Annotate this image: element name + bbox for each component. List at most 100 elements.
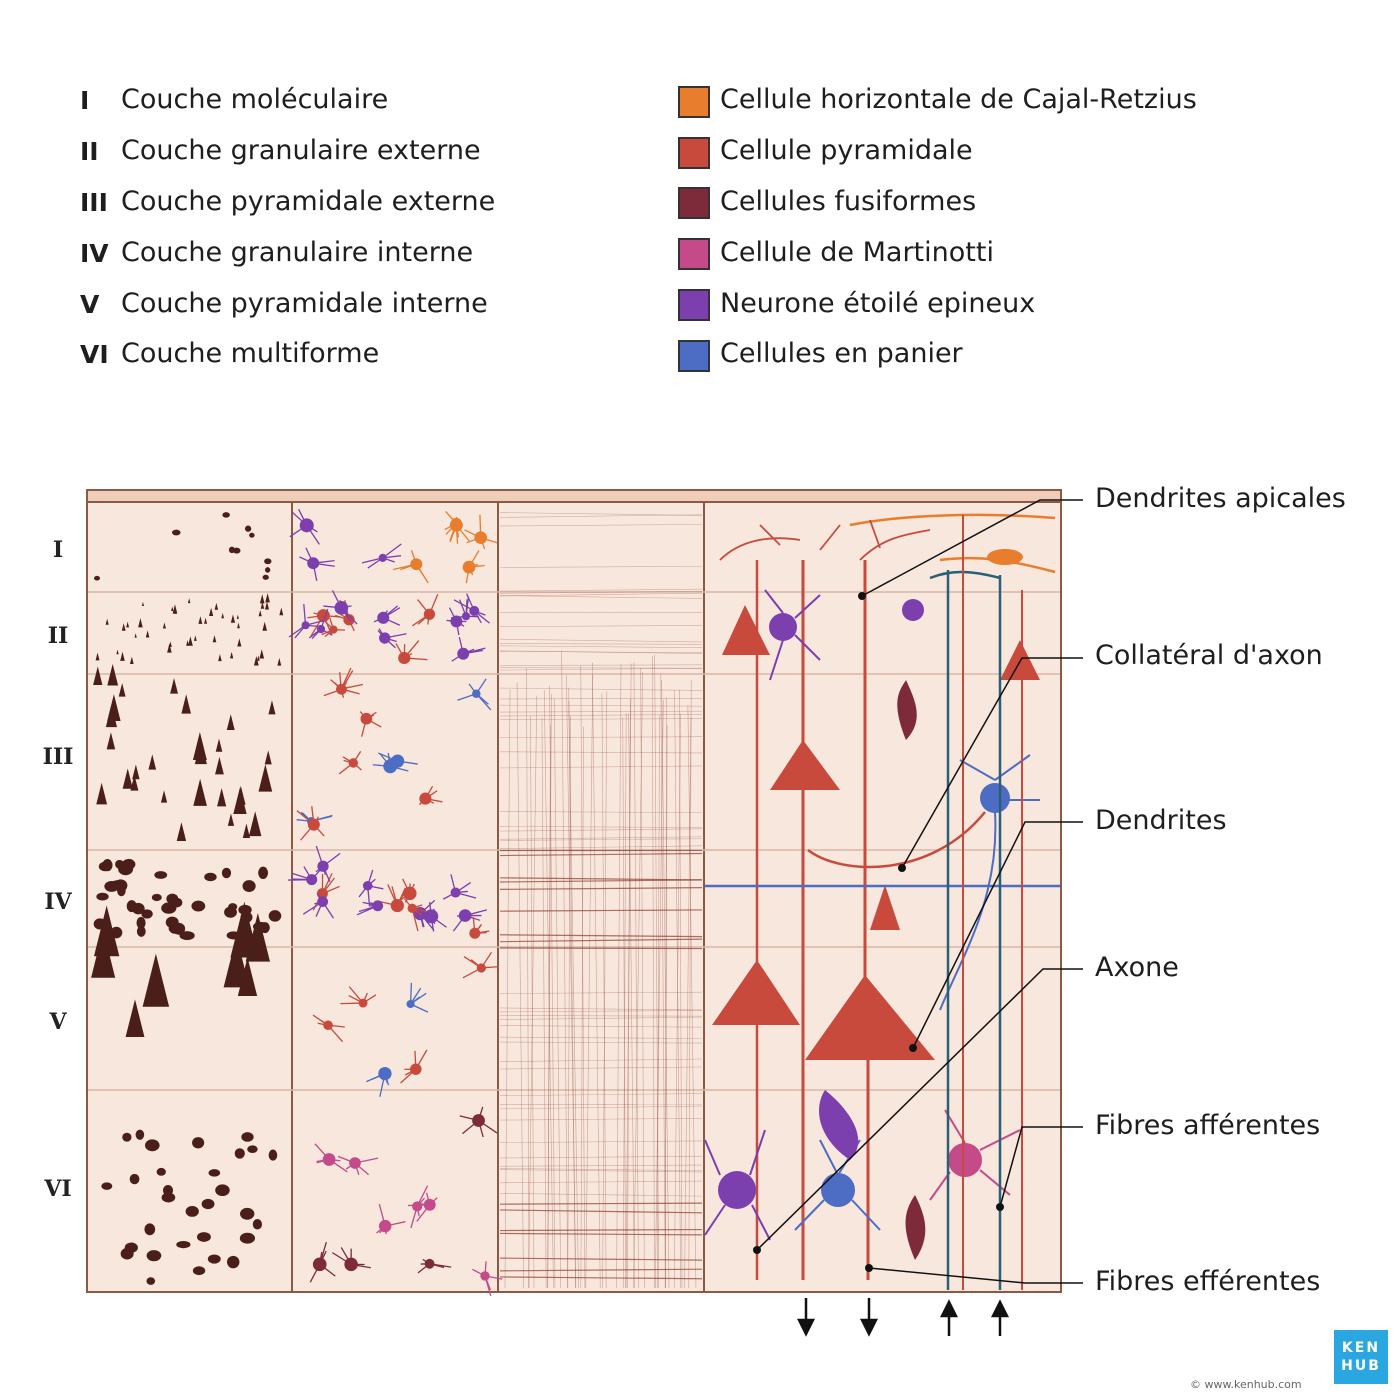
myelin-fiber — [499, 1209, 703, 1214]
diagram-layer-label: VI — [44, 1176, 72, 1202]
layer-number: VI — [80, 340, 109, 369]
nissl-granule — [191, 900, 206, 912]
myelin-fiber — [499, 651, 703, 654]
nissl-pyramid — [259, 649, 265, 659]
fusiform-cell — [897, 680, 917, 740]
martinotti-cell — [948, 1143, 982, 1177]
basket-cell — [980, 783, 1010, 813]
nissl-pyramid — [264, 750, 272, 765]
golgi-neuron — [410, 558, 423, 571]
callout-axon: Axone — [1095, 952, 1179, 983]
spiny-stellate-cell — [718, 1171, 756, 1209]
nissl-granule — [264, 567, 271, 573]
myelin-fiber — [499, 1041, 703, 1044]
column-dividers — [291, 502, 705, 1292]
cajal-retzius-cell — [987, 549, 1023, 565]
golgi-neuron — [349, 1157, 361, 1169]
nissl-pyramid — [106, 732, 116, 750]
color-swatch — [678, 289, 710, 321]
myelin-fiber — [499, 1164, 703, 1167]
myelin-fiber — [499, 938, 703, 943]
myelin-fiber — [499, 625, 703, 627]
myelin-fiber — [499, 588, 703, 592]
nissl-granule — [146, 1277, 156, 1285]
myelin-fiber — [499, 838, 703, 841]
nissl-pyramid — [230, 614, 236, 623]
myelin-radial-fiber — [688, 679, 692, 1289]
nissl-pyramid — [125, 999, 145, 1037]
nissl-granule — [122, 1132, 132, 1142]
nissl-pyramid — [193, 635, 197, 641]
myelin-radial-fiber — [654, 655, 659, 1289]
nissl-pyramid — [209, 607, 214, 617]
nissl-granule — [113, 879, 128, 892]
nissl-pyramid — [96, 782, 108, 805]
nissl-granule — [135, 1129, 145, 1140]
golgi-neuron — [390, 898, 404, 913]
myelin-stain-column — [499, 512, 703, 1289]
myelin-fiber — [499, 879, 703, 883]
nissl-pyramid — [145, 630, 150, 638]
golgi-neuron — [472, 689, 481, 698]
callout-apical-dendrites: Dendrites apicales — [1095, 483, 1346, 514]
golgi-neuron — [450, 887, 461, 898]
myelin-radial-fiber — [684, 717, 692, 1289]
myelin-fiber — [499, 934, 703, 938]
myelin-radial-fiber — [530, 715, 535, 1289]
golgi-neuron — [322, 1153, 336, 1166]
nissl-granule — [124, 1242, 138, 1253]
golgi-neuron — [457, 647, 470, 660]
myelin-fiber — [499, 887, 703, 890]
myelin-radial-fiber — [516, 682, 524, 1289]
myelin-fiber — [499, 638, 703, 643]
golgi-neuron — [383, 759, 398, 774]
nissl-granule — [252, 1218, 263, 1230]
layer-number: III — [80, 188, 108, 217]
callout-dendrites: Dendrites — [1095, 805, 1227, 836]
myelin-fiber — [499, 714, 703, 717]
golgi-neuron — [299, 518, 314, 533]
cell-type-name: Cellules fusiformes — [720, 186, 977, 217]
golgi-neuron — [410, 1063, 422, 1075]
nissl-granule — [115, 859, 125, 869]
myelin-fiber — [499, 1036, 703, 1039]
myelin-fiber — [499, 1093, 703, 1097]
layer-number: IV — [80, 239, 109, 268]
nissl-granule — [268, 910, 282, 922]
nissl-pyramid — [118, 682, 126, 697]
nissl-pyramid — [215, 738, 223, 752]
nissl-pyramid — [236, 614, 239, 619]
diagram-layer-label: V — [49, 1009, 67, 1035]
golgi-neuron — [334, 601, 349, 615]
golgi-neuron — [423, 1198, 436, 1211]
copyright-text: © www.kenhub.com — [1190, 1378, 1302, 1391]
nissl-pyramid — [116, 649, 119, 655]
myelin-radial-fiber — [660, 673, 666, 1289]
myelin-fiber — [499, 1058, 703, 1062]
basket-cell — [821, 1173, 855, 1207]
nissl-granule — [161, 1192, 176, 1203]
golgi-neuron — [423, 608, 436, 620]
nissl-pyramid — [218, 653, 222, 662]
myelin-radial-fiber — [616, 664, 622, 1289]
nissl-pyramid — [258, 609, 262, 617]
nissl-granule — [268, 1149, 278, 1161]
myelin-radial-fiber — [541, 717, 547, 1289]
nissl-pyramid — [91, 929, 116, 978]
nissl-pyramid — [227, 813, 235, 826]
myelin-radial-fiber — [585, 675, 594, 1289]
golgi-neuron — [312, 1257, 327, 1272]
golgi-neuron — [378, 553, 387, 562]
golgi-neuron — [379, 632, 391, 644]
nissl-pyramid — [188, 636, 193, 646]
nissl-pyramid — [107, 663, 119, 686]
myelin-radial-fiber — [679, 689, 683, 1289]
nissl-granule — [162, 1184, 174, 1196]
pia-strip — [86, 489, 1062, 503]
golgi-neuron — [474, 531, 488, 545]
myelin-fiber — [499, 1025, 703, 1028]
myelin-radial-fiber — [543, 690, 554, 1289]
golgi-neuron — [377, 611, 390, 624]
nissl-pyramid — [138, 618, 143, 628]
